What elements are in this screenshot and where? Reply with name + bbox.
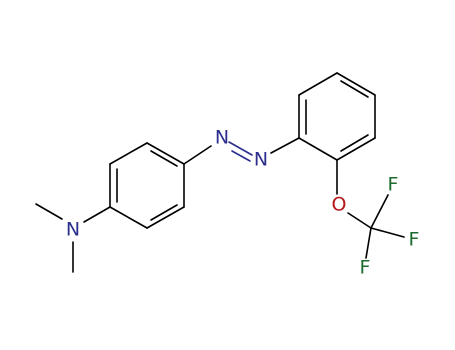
ring2-bond	[298, 72, 338, 96]
fluorine-2-label: F	[409, 229, 420, 251]
ring2-double-bond	[340, 134, 369, 152]
ring1-azo-bond	[183, 145, 212, 165]
fluorine-3-label: F	[360, 257, 371, 279]
ring1-bond	[146, 206, 185, 229]
ring2-bond	[336, 137, 376, 161]
azo-double-bond	[228, 141, 253, 156]
fluorine-1-label: F	[388, 174, 399, 196]
ring2-double-bond	[340, 80, 369, 98]
aminophenyl-ring	[109, 142, 185, 229]
dimethylamino-group	[35, 203, 111, 273]
trifluoromethoxy-group	[336, 159, 405, 259]
azo-linkage	[183, 137, 300, 165]
ring1-bond	[109, 206, 148, 229]
azo-nitrogen-1-label: N	[215, 127, 229, 149]
amine-nitrogen-label: N	[66, 219, 80, 241]
ring2-bond	[336, 72, 376, 96]
ether-oxygen-label: O	[332, 194, 347, 216]
azo-nitrogen-2-label: N	[254, 149, 268, 171]
ring1-bond	[146, 142, 185, 165]
carbon-f2-bond	[370, 227, 405, 238]
amine-ring-bond	[83, 206, 111, 223]
ring1-bond	[109, 142, 148, 165]
carbon-f1-bond	[370, 194, 389, 229]
oxygen-carbon-bond	[347, 212, 372, 229]
ring1-double-bond	[150, 150, 178, 167]
trifluoromethoxyphenyl-ring	[298, 72, 376, 161]
azo-ring2-bond	[270, 137, 300, 154]
azo-double-bond-inner	[231, 150, 251, 162]
ring2-bond	[298, 137, 338, 161]
ring1-double-bond	[150, 204, 178, 221]
carbon-f3-bond	[365, 227, 372, 259]
methyl-bond-upper	[35, 203, 63, 220]
